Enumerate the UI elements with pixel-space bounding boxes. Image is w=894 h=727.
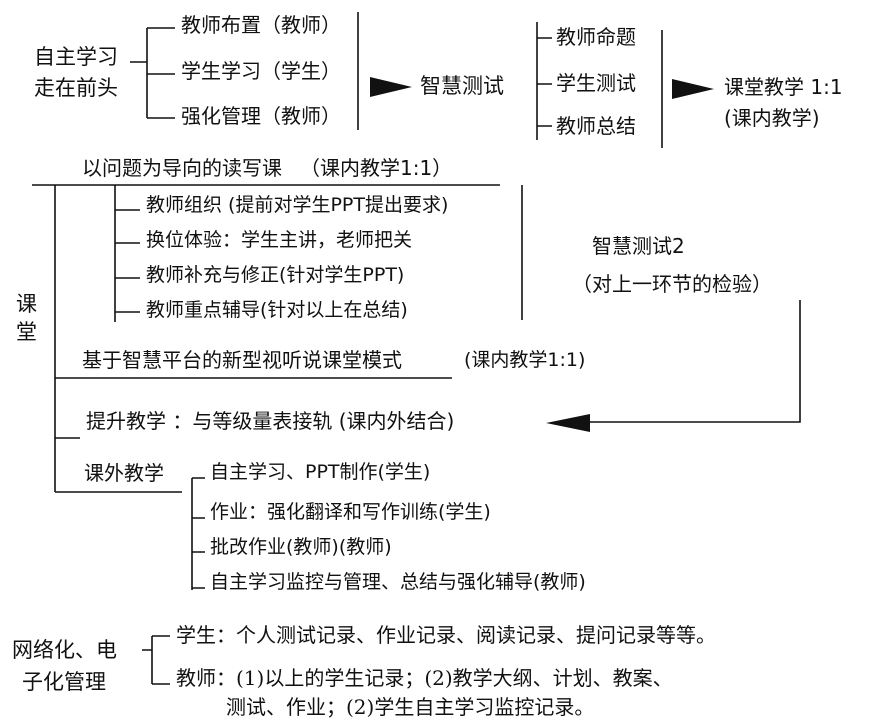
smart-test-node: 智慧测试	[420, 74, 504, 98]
class-teaching-result: 课堂教学 1:1	[724, 75, 843, 99]
in-class-note: (课内教学)	[724, 106, 820, 130]
section1-item-organize: 教师组织 (提前对学生PPT提出要求)	[146, 194, 449, 216]
mgmt-student-records: 学生：个人测试记录、作业记录、阅读记录、提问记录等等。	[176, 623, 716, 647]
mgmt-label-2: 子化管理	[22, 670, 106, 694]
branch-teacher-assign: 教师布置（教师）	[181, 13, 341, 37]
classroom-label-char-1: 课	[16, 292, 37, 316]
section1-item-supplement: 教师补充与修正(针对学生PPT)	[146, 264, 405, 286]
section4-item-grading: 批改作业(教师)(教师)	[210, 536, 392, 558]
branch-student-study: 学生学习（学生）	[181, 59, 341, 83]
section1-item-key-tutoring: 教师重点辅导(针对以上在总结)	[146, 299, 408, 321]
classroom-label-char-2: 堂	[16, 320, 37, 344]
section4-title: 课外教学	[84, 461, 164, 485]
section2-title: 基于智慧平台的新型视听说课堂模式	[82, 348, 402, 372]
section4-item-monitoring: 自主学习监控与管理、总结与强化辅导(教师)	[210, 571, 586, 593]
section1-title: 以问题为导向的读写课	[82, 156, 282, 180]
smart-test-2-note: （对上一环节的检验）	[572, 272, 772, 296]
mgmt-teacher-records-line2: 测试、作业；(2)学生自主学习监控记录。	[226, 695, 595, 719]
self-study-label-2: 走在前头	[34, 76, 118, 100]
section4-item-self-study: 自主学习、PPT制作(学生)	[210, 461, 431, 483]
mgmt-teacher-records-line1: 教师：(1)以上的学生记录；(2)教学大纲、计划、教案、	[176, 666, 673, 690]
arrow-right-2	[672, 79, 714, 99]
branch-strengthen-mgmt: 强化管理（教师）	[181, 104, 341, 128]
branch-student-test: 学生测试	[556, 71, 636, 95]
self-study-label-1: 自主学习	[34, 45, 118, 69]
branch-teacher-summary: 教师总结	[556, 114, 636, 138]
section1-item-role-swap: 换位体验：学生主讲，老师把关	[146, 229, 413, 251]
section2-note: (课内教学1:1)	[464, 349, 586, 371]
arrow-right-1	[370, 77, 412, 97]
mgmt-label-1: 网络化、电	[12, 638, 117, 662]
section4-item-homework: 作业：强化翻译和写作训练(学生)	[210, 501, 491, 523]
arrow-left-return	[546, 414, 590, 432]
section1-note: （课内教学1:1）	[300, 156, 453, 180]
branch-teacher-propose: 教师命题	[556, 25, 636, 49]
section3-title: 提升教学 ：与等级量表接轨 (课内外结合)	[86, 409, 455, 433]
smart-test-2-node: 智慧测试2	[592, 234, 685, 258]
